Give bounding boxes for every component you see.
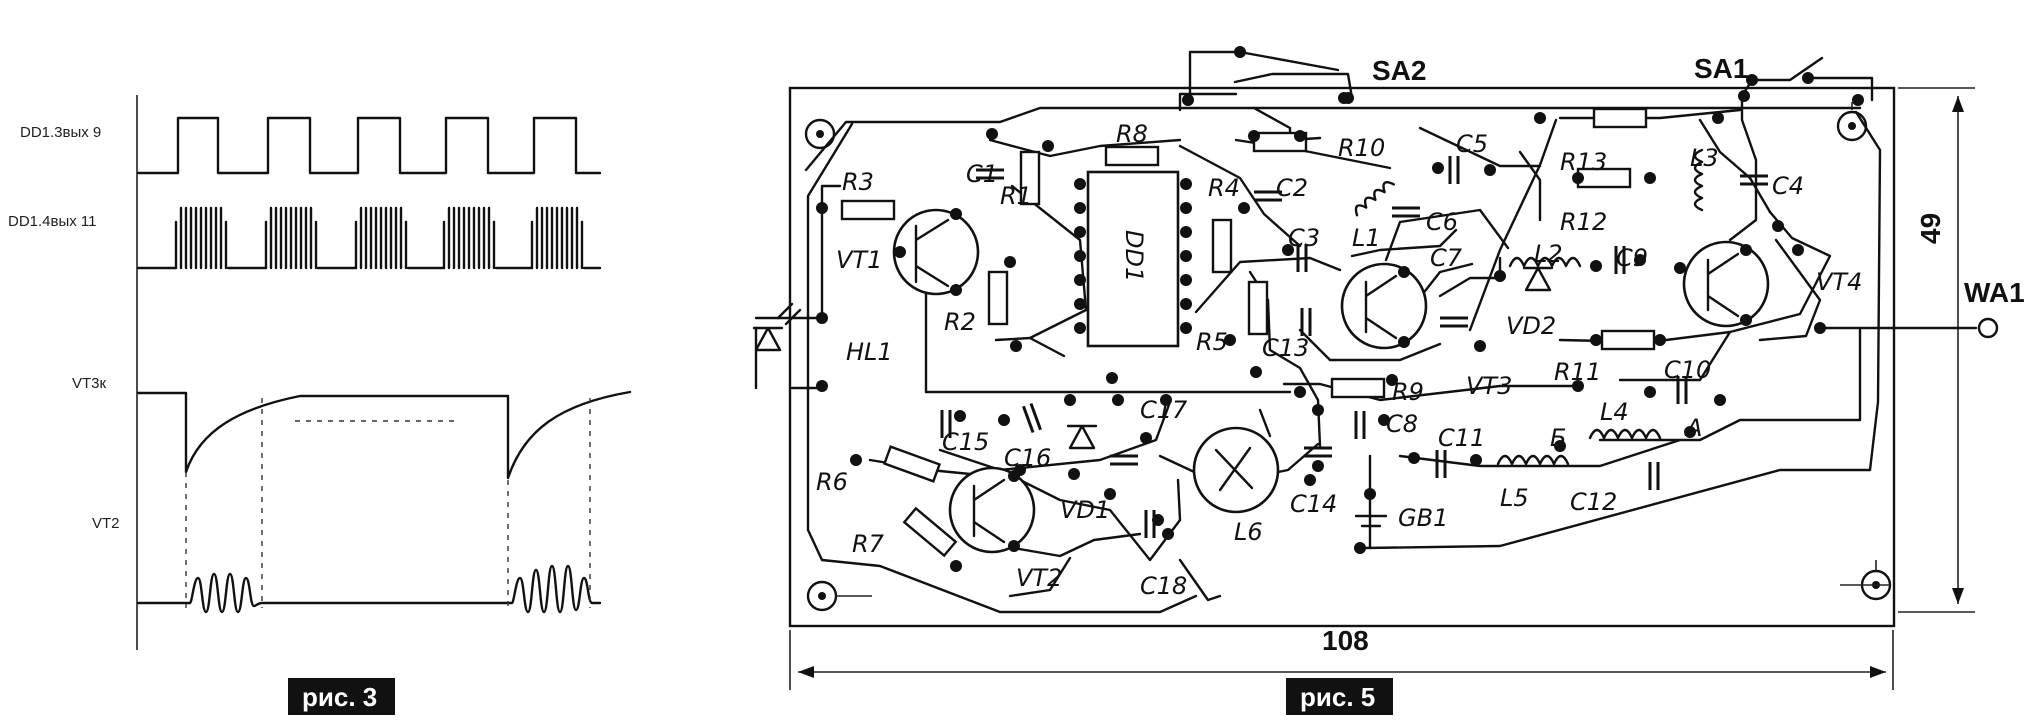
label-c15: C15 — [942, 428, 989, 456]
label-c17: C17 — [1140, 396, 1188, 424]
wave-vt2 — [136, 564, 602, 614]
board-outline — [788, 86, 1896, 628]
inductors — [1354, 148, 1704, 466]
label-c10: C10 — [1664, 356, 1711, 384]
switch-sa2 — [1188, 46, 1354, 104]
square-wave-dd13 — [136, 116, 602, 175]
dimension-width-label: 108 — [1322, 625, 1369, 656]
transistor-vt1 — [892, 208, 980, 296]
label-hl1: HL1 — [846, 338, 893, 366]
label-vt2: VT2 — [1016, 564, 1062, 592]
label-l3: L3 — [1690, 144, 1719, 172]
transistor-vt3 — [1340, 262, 1428, 350]
label-c9: C9 — [1616, 244, 1648, 272]
label-vd2: VD2 — [1506, 312, 1556, 340]
label-r5: R5 — [1196, 328, 1228, 356]
label-c5: C5 — [1456, 130, 1488, 158]
label-c13: C13 — [1262, 334, 1309, 362]
transistor-vt2 — [948, 466, 1036, 554]
label-c6: C6 — [1426, 208, 1458, 236]
label-l5: L5 — [1500, 484, 1529, 512]
label-r9: R9 — [1392, 378, 1424, 406]
label-c11: C11 — [1438, 424, 1485, 452]
label-r8: R8 — [1116, 120, 1148, 148]
label-r4: R4 — [1208, 174, 1240, 202]
signal-label-dd13: DD1.3вых 9 — [20, 124, 101, 141]
label-c14: C14 — [1290, 490, 1337, 518]
label-r2: R2 — [944, 308, 976, 336]
wa1-label: WA1 — [1964, 277, 2025, 308]
label-gb1: GB1 — [1398, 504, 1448, 532]
antenna-wa1 — [1814, 317, 1999, 339]
signal-label-dd14: DD1.4вых 11 — [8, 213, 97, 230]
label-vd1: VD1 — [1060, 496, 1110, 524]
signal-label-vt2: VT2 — [92, 515, 120, 532]
alignment-guides — [185, 398, 591, 608]
label-l4: L4 — [1600, 398, 1629, 426]
label-tap-b: Б — [1550, 424, 1566, 452]
label-c16: C16 — [1004, 444, 1051, 472]
label-vt1: VT1 — [836, 246, 882, 274]
label-vt4: VT4 — [1816, 268, 1862, 296]
diodes — [752, 266, 1554, 450]
label-r12: R12 — [1560, 208, 1607, 236]
label-c1: C1 — [966, 160, 998, 188]
ic-dd1 — [1074, 170, 1192, 348]
label-c2: C2 — [1276, 174, 1308, 202]
label-r11: R11 — [1554, 358, 1601, 386]
dimension-height — [1898, 87, 1975, 613]
wave-vt3-collector — [136, 390, 632, 480]
label-r7: R7 — [852, 530, 885, 558]
figure-3-caption: рис. 3 — [288, 678, 396, 715]
dd1-label: DD1 — [1120, 230, 1148, 282]
label-c4: C4 — [1772, 172, 1804, 200]
label-c3: C3 — [1288, 224, 1320, 252]
label-c18: C18 — [1140, 572, 1187, 600]
label-r6: R6 — [816, 468, 848, 496]
signal-label-vt3: VT3к — [72, 375, 107, 392]
label-vt3: VT3 — [1466, 372, 1512, 400]
label-r3: R3 — [842, 168, 874, 196]
label-c7: C7 — [1430, 244, 1463, 272]
sa1-label: SA1 — [1694, 53, 1748, 84]
transistor-vt4 — [1682, 240, 1770, 328]
dimension-height-label: 49 — [1915, 213, 1946, 244]
label-r1: R1 — [1000, 182, 1032, 210]
label-l2: L2 — [1534, 240, 1563, 268]
component-labels: R3 C1 R1 R8 R4 C2 R10 C5 C6 L1 C3 C7 L2 … — [816, 120, 1862, 600]
label-l1: L1 — [1352, 224, 1381, 252]
battery-gb1 — [1354, 488, 1388, 528]
label-r10: R10 — [1338, 134, 1385, 162]
label-l6: L6 — [1234, 518, 1263, 546]
label-r13: R13 — [1560, 148, 1607, 176]
label-c12: C12 — [1570, 488, 1617, 516]
label-c8: C8 — [1386, 410, 1418, 438]
label-tap-a: A — [1684, 414, 1702, 442]
dimension-width — [789, 630, 1894, 690]
inductor-l6 — [1192, 426, 1280, 514]
switch-sa1 — [1740, 56, 1874, 102]
burst-wave-dd14 — [136, 206, 602, 270]
sa2-label: SA2 — [1372, 55, 1426, 86]
figure-5-caption: рис. 5 — [1286, 678, 1394, 715]
